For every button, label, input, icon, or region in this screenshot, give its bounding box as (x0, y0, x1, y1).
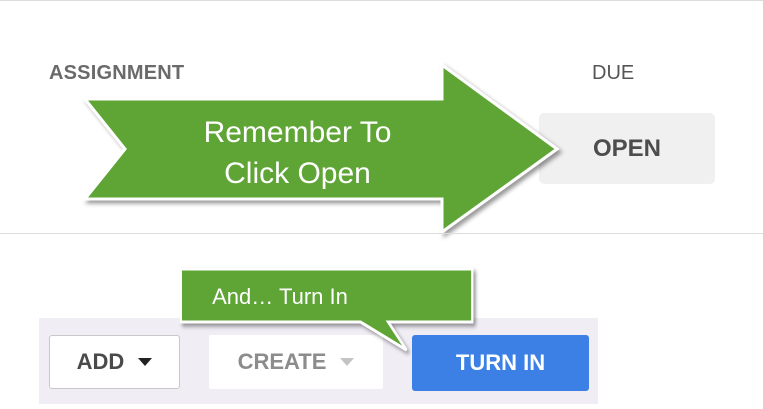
turn-in-callout-annotation (179, 267, 474, 352)
assignment-column-header: ASSIGNMENT (49, 62, 185, 84)
remember-arrow-text: Remember To Click Open (150, 112, 445, 194)
create-button[interactable]: CREATE (209, 335, 383, 389)
arrow-text-line1: Remember To (203, 116, 392, 149)
chevron-down-icon (340, 358, 355, 366)
turn-in-button[interactable]: TURN IN (412, 335, 589, 391)
turn-in-button-label: TURN IN (455, 350, 546, 375)
arrow-text-line2: Click Open (224, 157, 371, 190)
chevron-down-icon (138, 358, 153, 366)
top-divider (0, 0, 763, 1)
section-divider (0, 233, 763, 234)
create-button-label: CREATE (237, 349, 327, 374)
remember-arrow-shape (81, 62, 560, 235)
open-button[interactable]: OPEN (539, 113, 715, 184)
open-button-label: OPEN (592, 134, 661, 162)
remember-arrow-annotation (81, 62, 560, 235)
add-button[interactable]: ADD (49, 335, 180, 389)
callout-shape (179, 267, 474, 352)
add-button-label: ADD (76, 349, 125, 374)
due-column-header: DUE (592, 62, 635, 84)
turn-in-callout-text: And… Turn In (212, 284, 348, 309)
